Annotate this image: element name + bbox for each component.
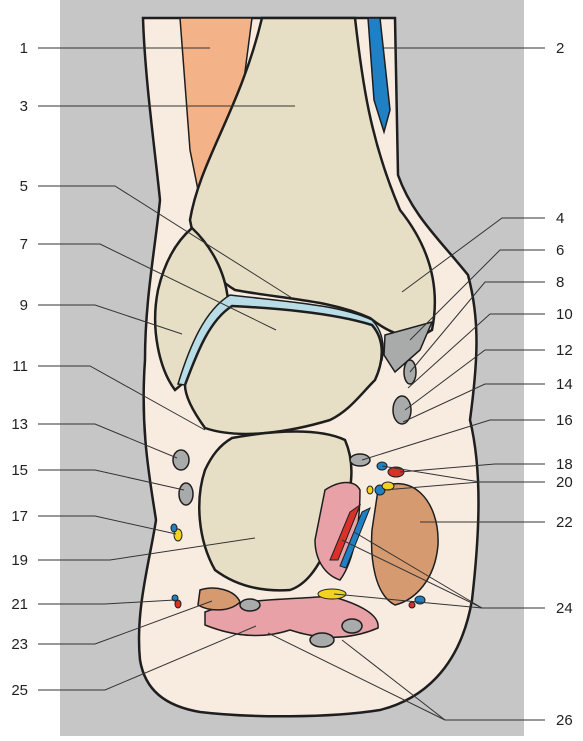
label-16: 16 <box>556 412 573 429</box>
medial-vessel-red <box>409 602 415 608</box>
label-20: 20 <box>556 474 573 491</box>
tendon-peroneus-2 <box>179 483 193 505</box>
label-7: 7 <box>20 236 28 253</box>
label-6: 6 <box>556 242 564 259</box>
label-19: 19 <box>11 552 28 569</box>
nerve-2 <box>367 486 373 494</box>
tendon-plantar-1 <box>240 599 260 611</box>
label-21: 21 <box>11 596 28 613</box>
label-26: 26 <box>556 712 573 729</box>
label-13: 13 <box>11 416 28 433</box>
label-22: 22 <box>556 514 573 531</box>
label-25: 25 <box>11 682 28 699</box>
label-8: 8 <box>556 274 564 291</box>
label-9: 9 <box>20 297 28 314</box>
label-12: 12 <box>556 342 573 359</box>
label-11: 11 <box>12 358 28 375</box>
nerve-1 <box>382 482 394 490</box>
label-17: 17 <box>11 508 28 525</box>
label-1: 1 <box>20 40 28 57</box>
label-3: 3 <box>20 98 28 115</box>
label-5: 5 <box>20 178 28 195</box>
tendon-flexor-hallucis <box>350 454 370 466</box>
tendon-plantar-3 <box>342 619 362 633</box>
label-2: 2 <box>556 40 564 57</box>
label-23: 23 <box>11 636 28 653</box>
label-24: 24 <box>556 600 573 617</box>
label-15: 15 <box>11 462 28 479</box>
tendon-plantar-2 <box>310 633 334 647</box>
label-14: 14 <box>556 376 573 393</box>
label-4: 4 <box>556 210 564 227</box>
plantar-nerve <box>318 589 346 599</box>
label-10: 10 <box>556 306 573 323</box>
label-18: 18 <box>556 456 573 473</box>
small-saphenous-vein <box>171 524 177 532</box>
tendon-peroneus-1 <box>173 450 189 470</box>
